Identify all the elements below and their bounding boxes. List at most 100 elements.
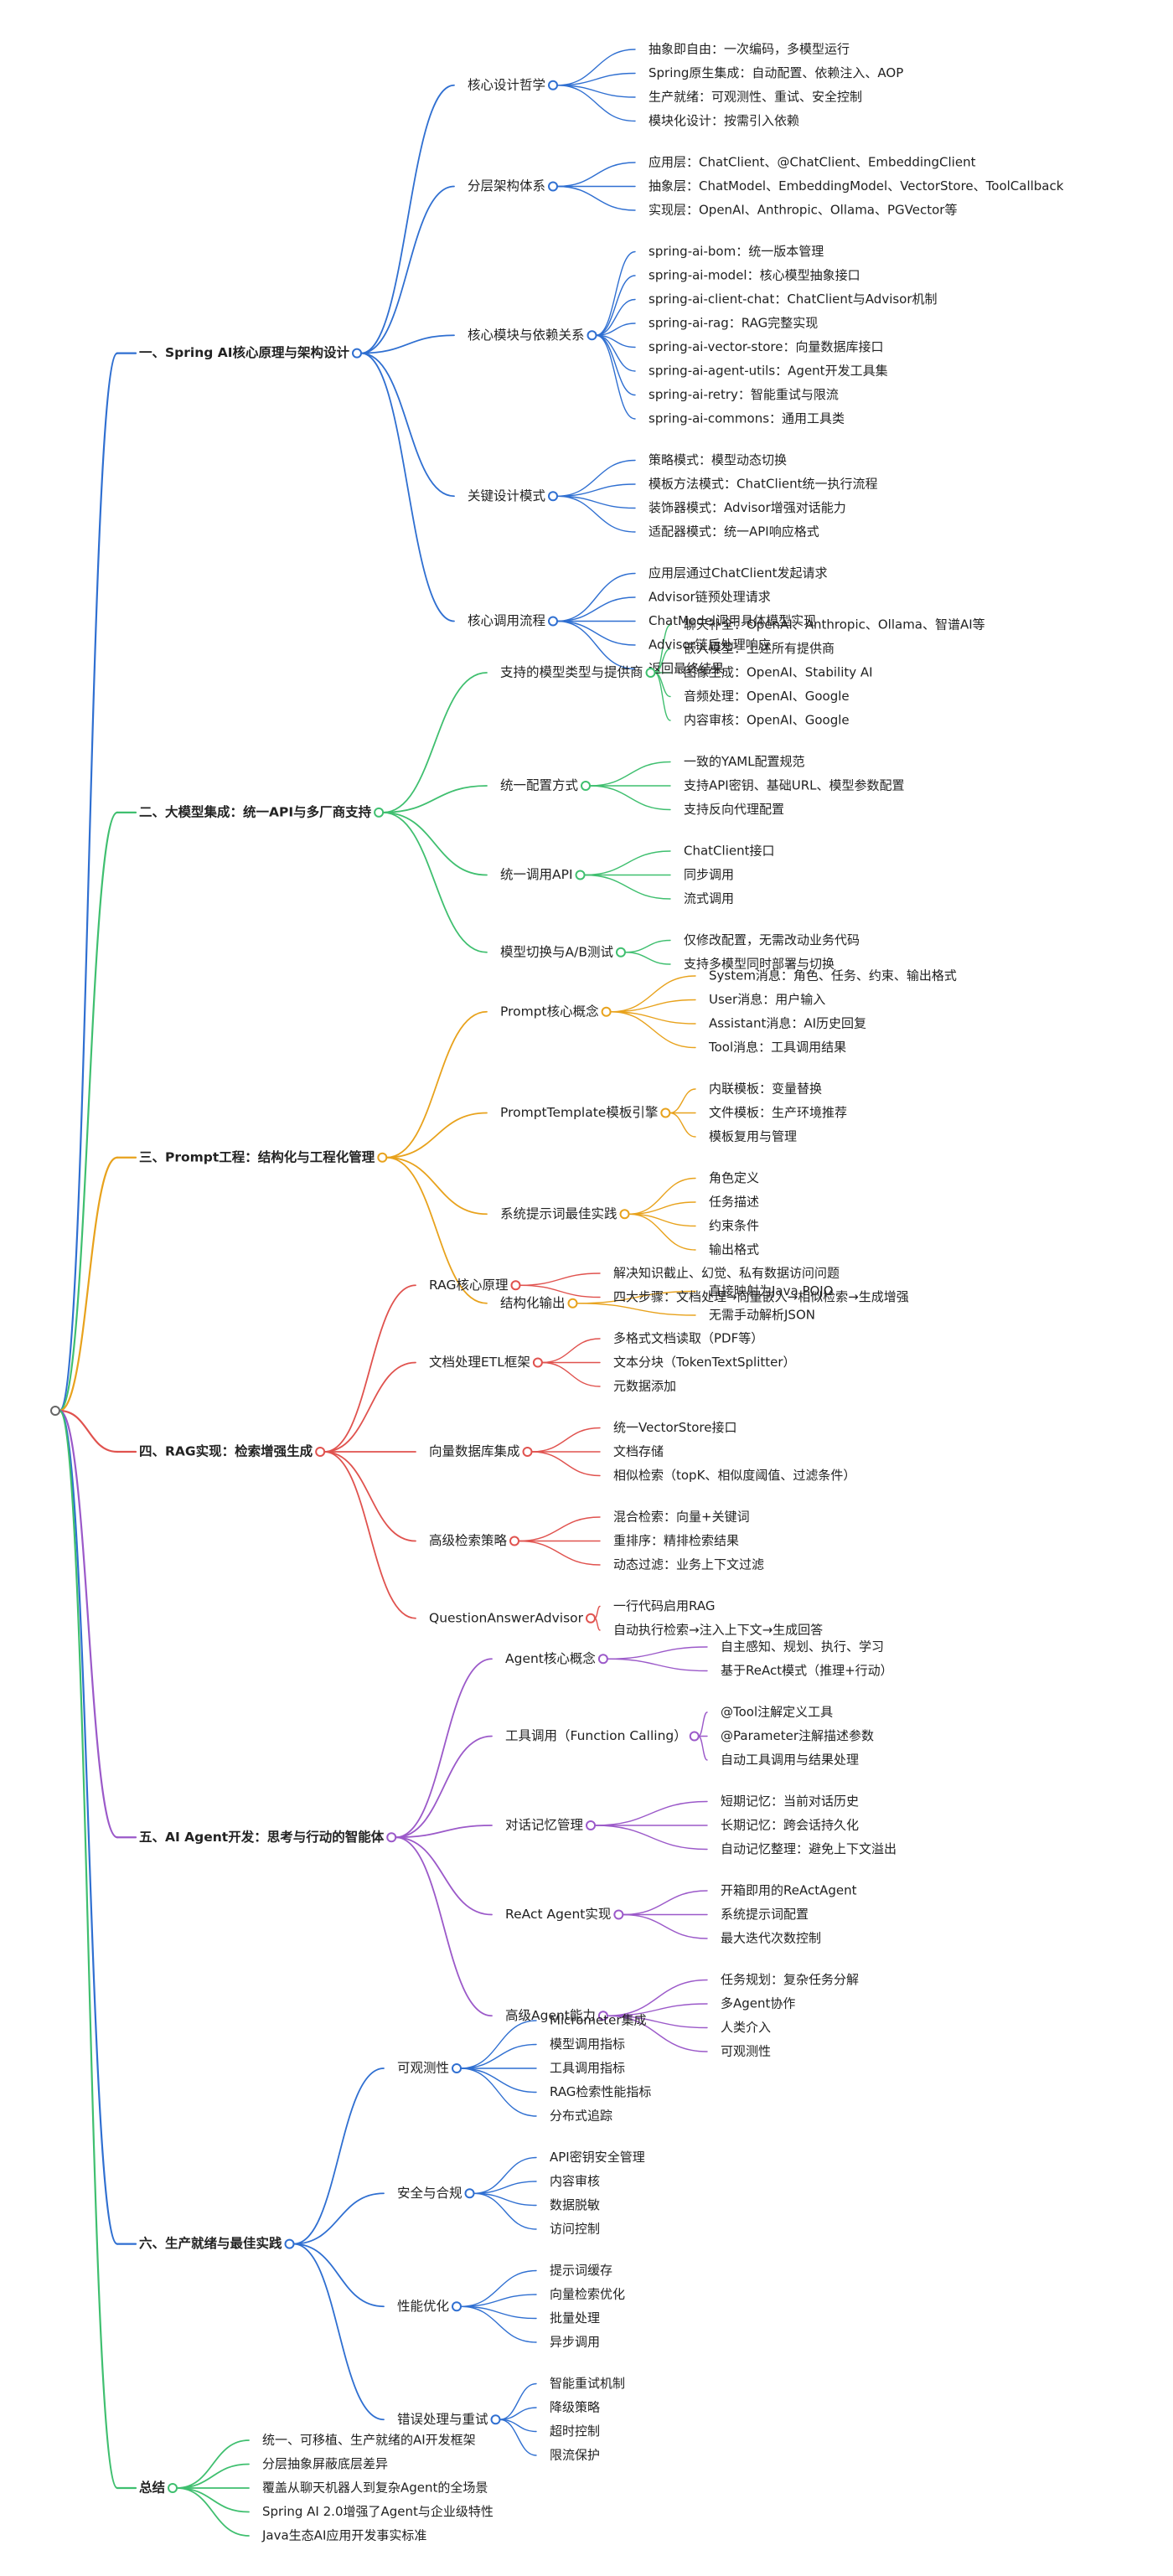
leaf-edge — [607, 1979, 708, 2016]
leaf-node: spring-ai-model：核心模型抽象接口 — [649, 268, 860, 283]
leaf-node: @Tool注解定义工具 — [721, 1705, 833, 1720]
branch-edge — [395, 1735, 493, 1839]
branch-edge — [360, 84, 455, 354]
leaf-node: spring-ai-client-chat：ChatClient与Advisor… — [649, 292, 938, 307]
branch-node-dot — [315, 1447, 326, 1457]
leaf-node: Advisor链预处理请求 — [649, 590, 771, 605]
leaf-node: 访问控制 — [550, 2222, 600, 2237]
leaf-edge — [595, 334, 636, 396]
topic-node: 可观测性 — [397, 2061, 449, 2076]
topic-node-dot — [586, 1820, 597, 1830]
branch-edge — [292, 2243, 385, 2421]
topic-node-dot — [452, 2063, 462, 2073]
leaf-edge — [556, 72, 636, 86]
leaf-edge — [541, 1361, 601, 1387]
branch-edge — [176, 2439, 250, 2489]
leaf-edge — [589, 785, 671, 811]
topic-node-dot — [548, 181, 559, 192]
leaf-edge — [622, 1913, 708, 1939]
topic-node-dot — [613, 1909, 624, 1920]
summary-item: 统一、可移植、生产就绪的AI开发框架 — [262, 2433, 476, 2448]
topic-node: 工具调用（Function Calling） — [505, 1728, 687, 1743]
leaf-node: 文本分块（TokenTextSplitter） — [613, 1355, 796, 1370]
topic-node: 错误处理与重试 — [397, 2412, 488, 2427]
leaf-node: 约束条件 — [709, 1218, 759, 1233]
topic-node: PromptTemplate模板引擎 — [500, 1105, 658, 1120]
root-branch-edge — [58, 1156, 119, 1412]
leaf-edge — [622, 1890, 708, 1916]
leaf-edge — [576, 1303, 696, 1316]
leaf-node: 向量检索优化 — [550, 2287, 625, 2302]
leaf-node: 支持多模型同时部署与切换 — [684, 957, 835, 972]
leaf-node: 角色定义 — [709, 1170, 759, 1185]
branch-node-dot — [168, 2483, 178, 2493]
leaf-edge — [654, 672, 671, 721]
leaf-edge — [518, 1540, 601, 1566]
topic-node: 统一调用API — [500, 867, 573, 882]
mindmap-edges — [58, 49, 708, 2537]
topic-node-dot — [452, 2301, 462, 2312]
leaf-edge — [460, 2020, 537, 2069]
leaf-node: User消息：用户输入 — [709, 992, 825, 1007]
leaf-edge — [556, 459, 636, 497]
leaf-node: 内联模板：变量替换 — [709, 1082, 822, 1097]
topic-node-dot — [548, 491, 559, 502]
leaf-node: 异步调用 — [550, 2335, 600, 2350]
leaf-node: 装饰器模式：Advisor增强对话能力 — [649, 500, 846, 515]
leaf-edge — [473, 2192, 537, 2230]
topic-node: 高级Agent能力 — [505, 2008, 596, 2023]
topic-node-dot — [615, 947, 626, 958]
leaf-edge — [556, 572, 636, 622]
topic-node-dot — [645, 668, 656, 678]
leaf-edge — [594, 1618, 601, 1631]
leaf-node: 支持反向代理配置 — [684, 802, 784, 817]
topic-node-dot — [548, 616, 559, 627]
branch-edge — [382, 785, 488, 813]
leaf-node: @Parameter注解描述参数 — [721, 1728, 874, 1743]
topic-node: 支持的模型类型与提供商 — [500, 665, 643, 680]
leaf-node: 提示词缓存 — [550, 2263, 612, 2278]
branch-title: 五、AI Agent开发：思考与行动的智能体 — [139, 1829, 385, 1845]
root-branch-edge — [58, 352, 119, 1412]
leaf-node: 基于ReAct模式（推理+行动） — [721, 1663, 893, 1678]
leaf-node: 应用层：ChatClient、@ChatClient、EmbeddingClie… — [649, 155, 976, 170]
leaf-edge — [609, 999, 696, 1013]
leaf-node: 应用层通过ChatClient发起请求 — [649, 565, 827, 581]
mindmap-nodes: 一、Spring AI核心原理与架构设计核心设计哲学抽象即自由：一次编码，多模型… — [50, 42, 1064, 2543]
leaf-edge — [556, 495, 636, 509]
leaf-node: 相似检索（topK、相似度阈值、过滤条件） — [613, 1468, 855, 1483]
leaf-node: 智能重试机制 — [550, 2376, 625, 2391]
leaf-edge — [473, 2192, 537, 2207]
leaf-node: 流式调用 — [684, 891, 734, 906]
topic-node: 分层架构体系 — [468, 178, 545, 194]
leaf-edge — [556, 483, 636, 497]
leaf-node: Spring原生集成：自动配置、依赖注入、AOP — [649, 65, 903, 80]
leaf-edge — [518, 1516, 601, 1542]
leaf-edge — [594, 1605, 601, 1619]
leaf-edge — [556, 495, 636, 533]
branch-edge — [360, 352, 455, 622]
branch-title: 六、生产就绪与最佳实践 — [139, 2235, 282, 2251]
leaf-node: 图像生成：OpenAI、Stability AI — [684, 665, 873, 680]
leaf-edge — [519, 1284, 601, 1298]
leaf-node: Advisor链后处理响应 — [649, 638, 771, 653]
leaf-edge — [499, 2419, 537, 2456]
topic-node-dot — [581, 781, 592, 791]
summary-item: 分层抽象屏蔽底层差异 — [262, 2456, 388, 2471]
root-branch-edge — [58, 1409, 119, 2245]
branch-edge — [323, 1361, 416, 1453]
branch-edge — [382, 811, 488, 953]
topic-node: 对话记忆管理 — [505, 1818, 583, 1833]
branch-title: 三、Prompt工程：结构化与工程化管理 — [139, 1149, 375, 1164]
leaf-edge — [556, 162, 636, 188]
leaf-edge — [607, 1646, 708, 1660]
leaf-edge — [607, 2015, 708, 2029]
leaf-node: 超时控制 — [550, 2424, 600, 2439]
leaf-node: 策略模式：模型动态切换 — [649, 452, 787, 467]
topic-node-dot — [510, 1280, 521, 1291]
topic-node: 核心模块与依赖关系 — [468, 328, 585, 343]
leaf-node: Assistant消息：AI历史回复 — [709, 1016, 866, 1031]
leaf-node: 自动记忆整理：避免上下文溢出 — [721, 1841, 897, 1856]
leaf-node: 人类介入 — [721, 2020, 771, 2035]
